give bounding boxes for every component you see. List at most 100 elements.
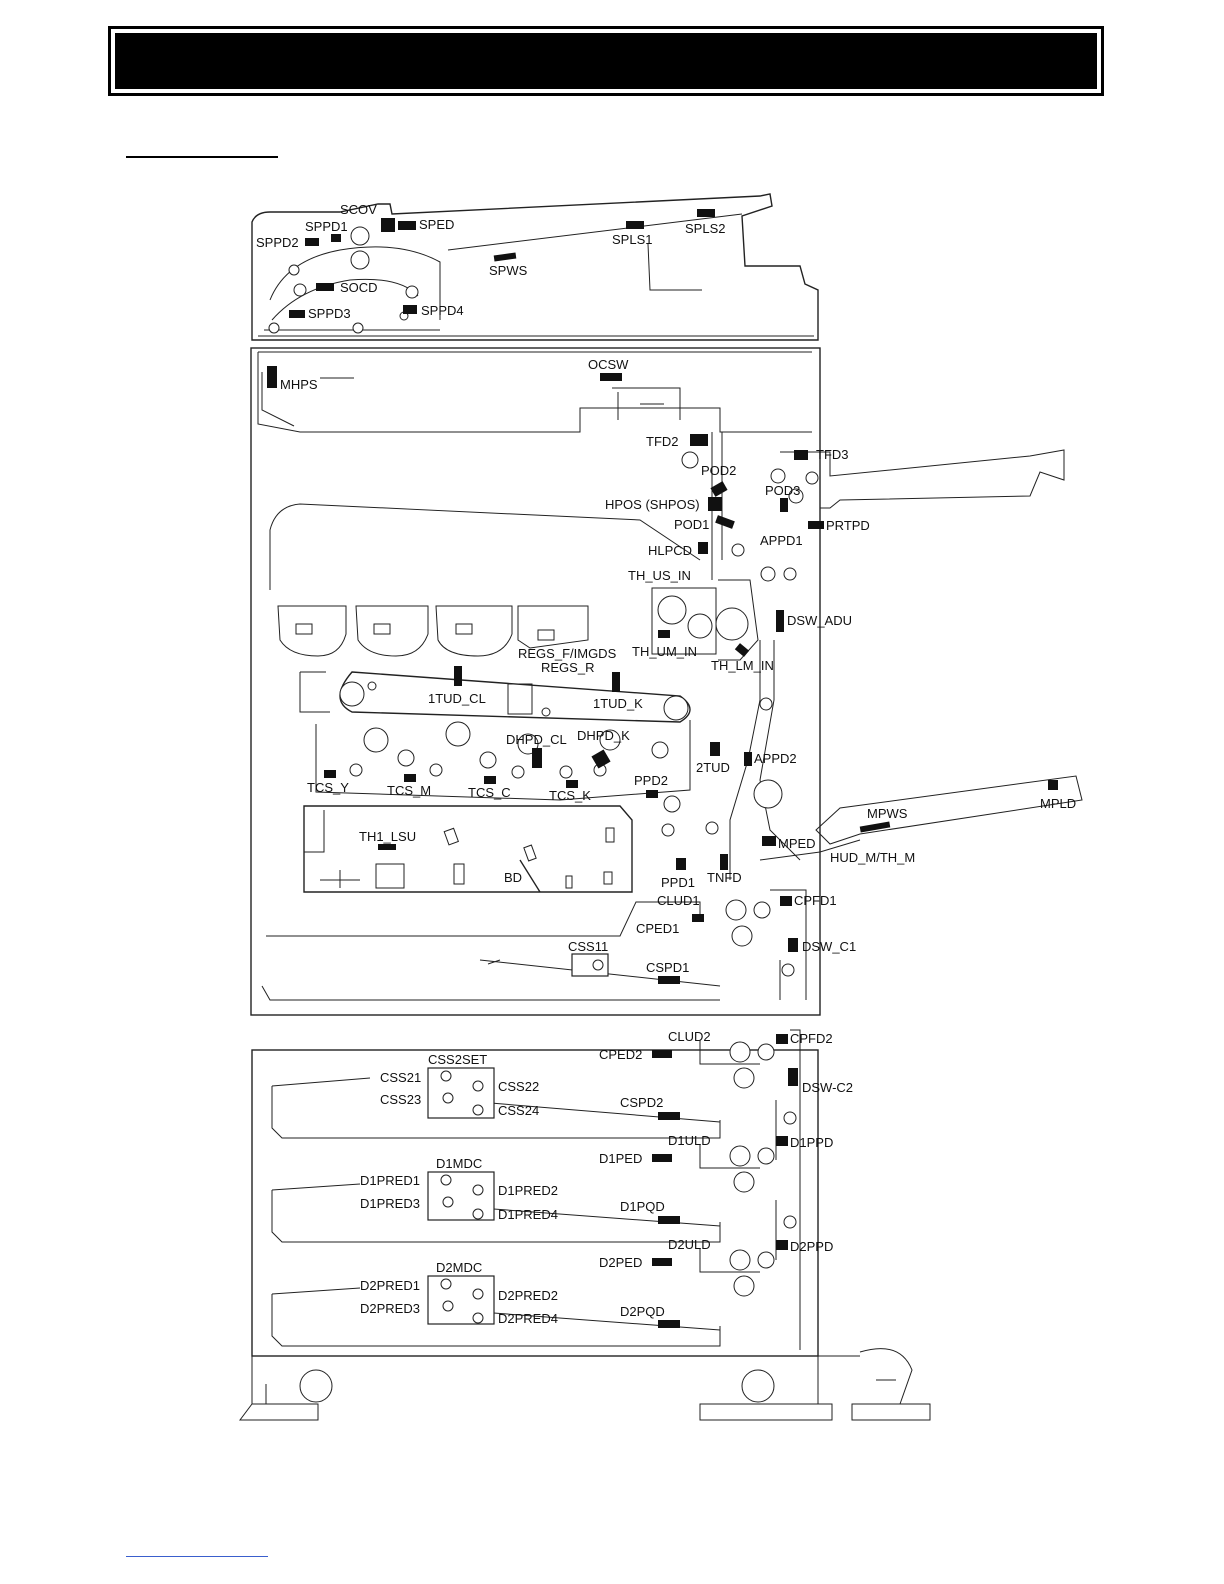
appd1-label: APPD1 <box>760 533 803 548</box>
regs-f-label: REGS_F/IMGDS <box>518 646 617 661</box>
cpfd1-sensor-icon <box>780 896 792 906</box>
tfd3-sensor-icon <box>794 450 808 460</box>
d2pred3-label: D2PRED3 <box>360 1301 420 1316</box>
tcs-k-sensor-icon <box>566 780 578 788</box>
spls1-label: SPLS1 <box>612 232 652 247</box>
tcs-k-label: TCS_K <box>549 788 591 803</box>
d2mdc-box <box>427 1275 495 1325</box>
cped2-label: CPED2 <box>599 1047 642 1062</box>
clud2-label: CLUD2 <box>668 1029 711 1044</box>
css2set-label: CSS2SET <box>428 1052 487 1067</box>
pod1-label: POD1 <box>674 517 709 532</box>
cpfd2-sensor-icon <box>776 1034 788 1044</box>
dsw-adu-label: DSW_ADU <box>787 613 852 628</box>
dsw-c1-label: DSW_C1 <box>802 939 856 954</box>
hlpcd-label: HLPCD <box>648 543 692 558</box>
css2set-box <box>427 1067 495 1119</box>
mpld-label: MPLD <box>1040 796 1076 811</box>
sppd4-sensor-icon <box>403 305 417 314</box>
socd-label: SOCD <box>340 280 378 295</box>
sppd2-sensor-icon <box>305 238 319 246</box>
dhpd-cl-sensor-icon <box>532 748 542 768</box>
th-us-in-label: TH_US_IN <box>628 568 691 583</box>
dsw-adu-sensor-icon <box>776 610 784 632</box>
pod2-label: POD2 <box>701 463 736 478</box>
regs-r-label: REGS_R <box>541 660 594 675</box>
d2ped-label: D2PED <box>599 1255 642 1270</box>
section-heading-underline <box>126 156 278 158</box>
appd2-sensor-icon <box>744 752 752 766</box>
hud-label: HUD_M/TH_M <box>830 850 915 865</box>
sppd4-label: SPPD4 <box>421 303 464 318</box>
pod2-sensor-icon <box>710 481 728 497</box>
css22-label: CSS22 <box>498 1079 539 1094</box>
th1-lsu-label: TH1_LSU <box>359 829 416 844</box>
scov-label: SCOV <box>340 202 377 217</box>
d1pred2-label: D1PRED2 <box>498 1183 558 1198</box>
d2mdc-label: D2MDC <box>436 1260 482 1275</box>
d2ppd-label: D2PPD <box>790 1239 833 1254</box>
cspd2-label: CSPD2 <box>620 1095 663 1110</box>
sped-label: SPED <box>419 217 454 232</box>
2tud-sensor-icon <box>710 742 720 756</box>
ppd1-sensor-icon <box>676 858 686 870</box>
regs-sensor-icon <box>612 672 620 692</box>
d1ped-sensor-icon <box>652 1154 672 1162</box>
socd-sensor-icon <box>316 283 334 291</box>
ppd2-label: PPD2 <box>634 773 668 788</box>
cspd1-label: CSPD1 <box>646 960 689 975</box>
mpws-label: MPWS <box>867 806 908 821</box>
dsw-c2-sensor-icon <box>788 1068 798 1086</box>
tcs-y-label: TCS_Y <box>307 780 349 795</box>
tnfd-label: TNFD <box>707 870 742 885</box>
cped2-sensor-icon <box>652 1050 672 1058</box>
tcs-m-label: TCS_M <box>387 783 431 798</box>
css11-label: CSS11 <box>568 939 608 954</box>
clud1-sensor-icon <box>692 914 704 922</box>
th-lm-in-sensor-icon <box>734 643 750 657</box>
d2pred4-label: D2PRED4 <box>498 1311 558 1326</box>
tfd2-sensor-icon <box>690 434 708 446</box>
d2pqd-sensor-icon <box>658 1320 680 1328</box>
ppd1-label: PPD1 <box>661 875 695 890</box>
d1ppd-sensor-icon <box>776 1136 788 1146</box>
sppd1-label: SPPD1 <box>305 219 348 234</box>
d2pqd-label: D2PQD <box>620 1304 665 1319</box>
d2uld-label: D2ULD <box>668 1237 711 1252</box>
hpos-label: HPOS (SHPOS) <box>605 497 700 512</box>
d2ped-sensor-icon <box>652 1258 672 1266</box>
ocsw-sensor-icon <box>600 373 622 381</box>
sppd2-label: SPPD2 <box>256 235 299 250</box>
sppd3-sensor-icon <box>289 310 305 318</box>
css23-label: CSS23 <box>380 1092 421 1107</box>
hpos-sensor-icon <box>708 497 722 511</box>
d1pred4-label: D1PRED4 <box>498 1207 558 1222</box>
mpld-sensor-icon <box>1048 780 1058 790</box>
tcs-c-sensor-icon <box>484 776 496 784</box>
pod1-sensor-icon <box>715 515 735 529</box>
pod3-label: POD3 <box>765 483 800 498</box>
cpfd2-label: CPFD2 <box>790 1031 833 1046</box>
prtpd-label: PRTPD <box>826 518 870 533</box>
tfd3-label: TFD3 <box>816 447 849 462</box>
d1pred3-label: D1PRED3 <box>360 1196 420 1211</box>
d1pqd-label: D1PQD <box>620 1199 665 1214</box>
cspd2-sensor-icon <box>658 1112 680 1120</box>
tcs-m-sensor-icon <box>404 774 416 782</box>
pod3-sensor-icon <box>780 498 788 512</box>
clud1-label: CLUD1 <box>657 893 700 908</box>
tcs-y-sensor-icon <box>324 770 336 778</box>
d1mdc-box <box>427 1171 495 1221</box>
th-um-in-label: TH_UM_IN <box>632 644 697 659</box>
1tud-cl-sensor-icon <box>454 666 462 686</box>
tnfd-sensor-icon <box>720 854 728 870</box>
dhpd-cl-label: DHPD_CL <box>506 732 567 747</box>
d1pqd-sensor-icon <box>658 1216 680 1224</box>
sped-sensor-icon <box>398 221 416 230</box>
mped-label: MPED <box>778 836 816 851</box>
scov-sensor-icon <box>381 218 395 232</box>
dhpd-k-label: DHPD_K <box>577 728 630 743</box>
2tud-label: 2TUD <box>696 760 730 775</box>
dsw-c2-label: DSW-C2 <box>802 1080 853 1095</box>
dsw-c1-sensor-icon <box>788 938 798 952</box>
